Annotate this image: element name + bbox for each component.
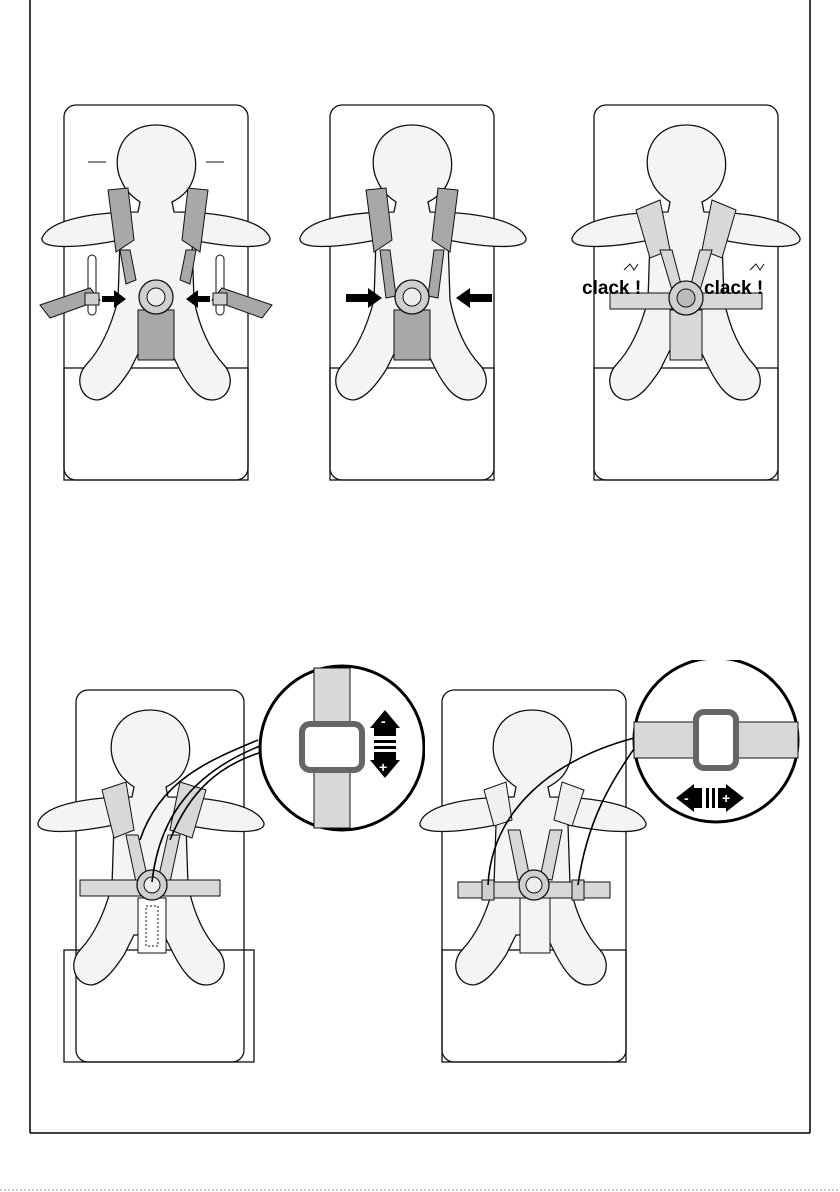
minus-label-h: - [684,790,689,806]
plus-label: + [379,759,387,775]
step-3-figure: clack ! clack ! [560,100,810,485]
step-5-figure: - + [412,660,810,1070]
clack-left-label: clack ! [582,278,641,299]
step-4-figure: - + [30,660,425,1070]
shoulder-strap-detail: - + [260,666,424,830]
plus-label-h: + [722,790,730,806]
step-2-figure [296,100,556,485]
minus-label: - [381,713,386,729]
step-1-figure [30,100,290,485]
crotch-strap [138,280,174,360]
clack-right-label: clack ! [704,278,763,299]
waist-strap-detail: - + [634,660,798,822]
